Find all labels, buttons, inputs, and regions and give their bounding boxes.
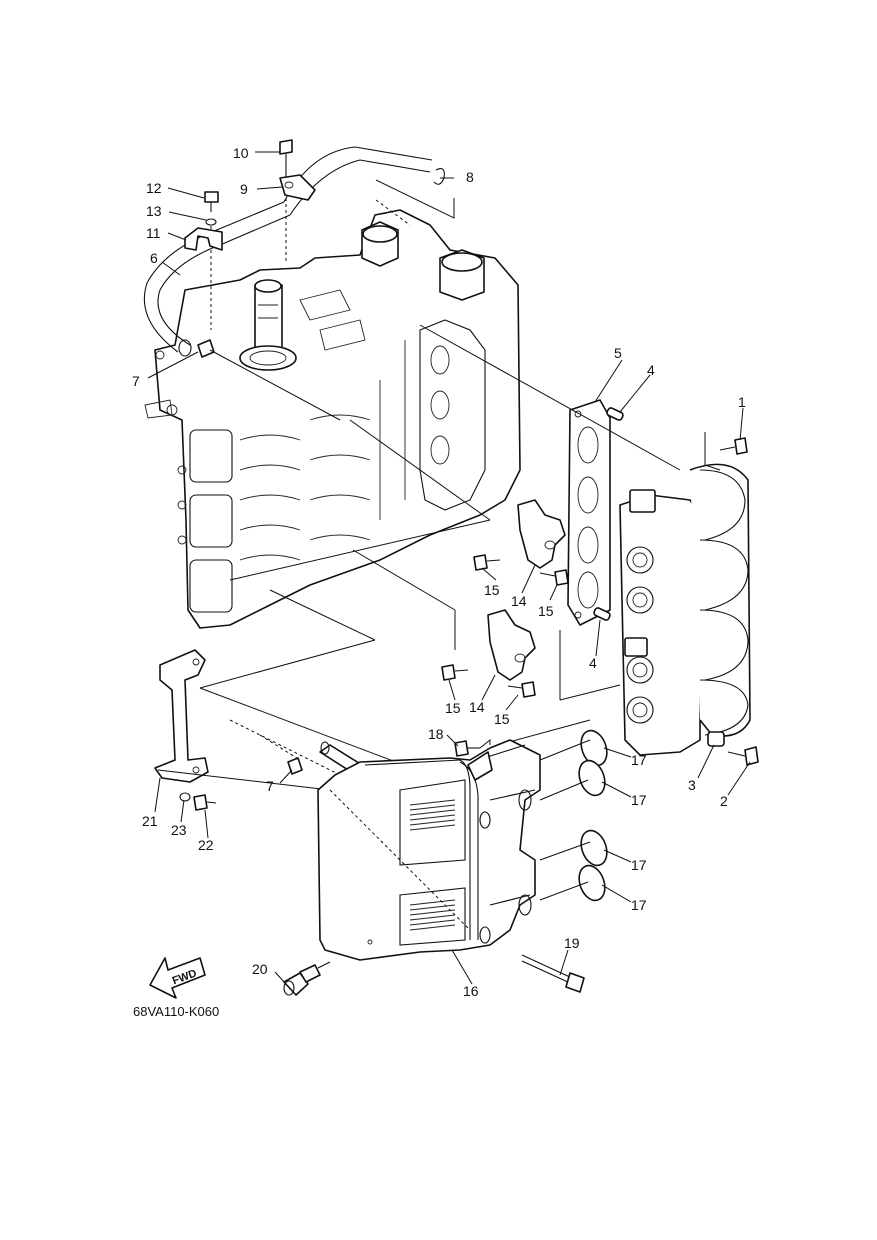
callout-17-d: 17 [631,897,647,913]
bolt-15-a [473,554,501,571]
callout-15-b: 15 [538,603,554,619]
callout-15-c: 15 [445,700,461,716]
callout-13: 13 [146,203,162,219]
bolt-12 [204,191,219,212]
callout-12: 12 [146,180,162,196]
callout-17-b: 17 [631,792,647,808]
callout-9: 9 [240,181,248,197]
callout-7-top: 7 [132,373,140,389]
callout-18: 18 [428,726,444,742]
clamp-9 [279,174,316,201]
callout-21: 21 [142,813,158,829]
callout-15-d: 15 [494,711,510,727]
bolt-18 [454,738,491,757]
callout-23: 23 [171,822,187,838]
gasket-17-b [539,759,606,801]
bolt-19 [521,954,585,993]
bolt-15-d [507,681,536,698]
clip-8 [433,168,445,185]
bolt-15-c [441,664,469,681]
bolt-22 [193,794,217,811]
callout-16: 16 [463,983,479,999]
callout-4-top: 4 [647,362,655,378]
dowel-4-bottom [593,607,611,621]
plug-7-top [197,339,341,421]
gasket-17-c [539,829,608,867]
callout-3: 3 [688,777,696,793]
strap-21 [154,649,331,791]
callout-labels: 1 2 3 4 4 5 6 7 7 8 9 10 11 12 13 14 14 … [132,145,746,999]
callout-14-upper: 14 [511,593,527,609]
callout-17-a: 17 [631,752,647,768]
bolt-2 [727,746,759,766]
bracket-14-lower [487,609,536,681]
bolt-10 [279,139,293,262]
bracket-14-upper [517,499,566,569]
callout-4-bottom: 4 [589,655,597,671]
callout-15-a: 15 [484,582,500,598]
cover-16 [317,739,541,961]
gasket-17-a [539,729,608,767]
bolt-1 [719,437,748,455]
callout-5: 5 [614,345,622,361]
gasket-5 [567,399,611,626]
bolt-15-b [539,569,569,586]
callout-20: 20 [252,961,268,977]
callout-22: 22 [198,837,214,853]
reference-code: 68VA110-K060 [133,1004,219,1019]
callout-6: 6 [150,250,158,266]
callout-7-bottom: 7 [266,778,274,794]
washer-23 [179,792,191,802]
dowel-4-top [606,407,624,421]
callout-8: 8 [466,169,474,185]
washer-13 [205,218,217,330]
collar-3 [707,731,725,747]
bracket-11 [184,227,223,251]
fwd-arrow-icon: FWD [149,957,206,999]
callout-2: 2 [720,793,728,809]
callout-14-lower: 14 [469,699,485,715]
gasket-17-d [539,864,606,902]
callout-17-c: 17 [631,857,647,873]
cylinder-block [144,209,521,629]
callout-leaders [147,151,751,985]
callout-10: 10 [233,145,249,161]
callout-19: 19 [564,935,580,951]
sensor-20 [283,961,331,996]
callout-1: 1 [738,394,746,410]
intake-manifold [619,463,751,756]
callout-11: 11 [146,225,161,241]
